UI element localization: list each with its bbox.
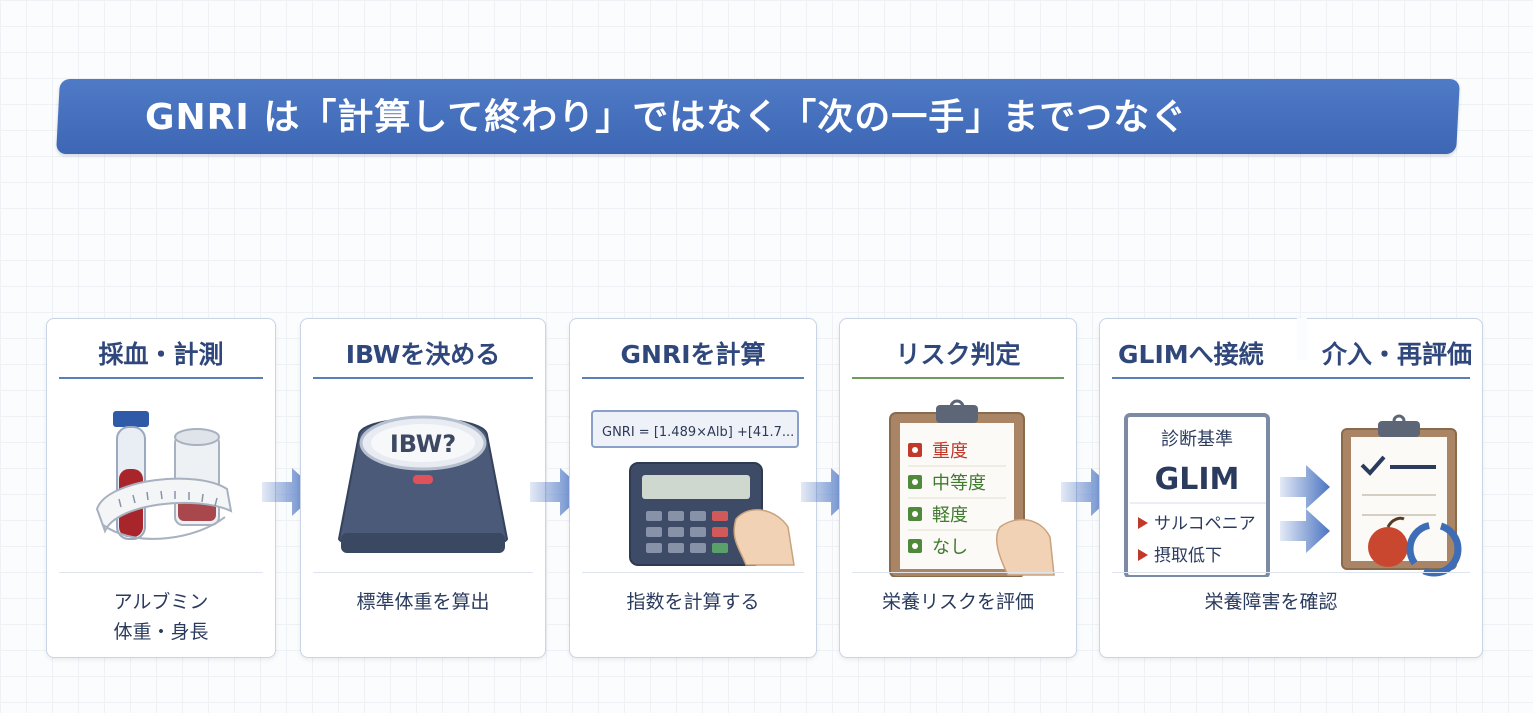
calculator-icon: GNRI = [1.489×Alb] +[41.7... (591, 410, 799, 566)
clipboard-icon: 重度 中等度 軽度 なし (889, 399, 1055, 577)
caption-divider (1112, 572, 1470, 573)
caption-divider (852, 572, 1064, 573)
caption-line: アルブミン (113, 591, 209, 613)
step-card-gnri: GNRIを計算 GNRI = [1.489×Alb] +[41.7... 指数を… (569, 318, 817, 658)
step-card-ibw: IBWを決める IBW? 標準体重を算出 (300, 318, 546, 658)
caption-line: 栄養障害を確認 (1204, 591, 1338, 613)
title-divider (313, 377, 533, 379)
blood-tube-and-tape-measure-icon (95, 411, 233, 540)
glim-criteria-panel: 診断基準 GLIM サルコペニア 摂取低下 (1124, 413, 1462, 577)
caption-divider (582, 572, 804, 573)
step-caption: 指数を計算する (570, 587, 816, 617)
caption-line: 栄養リスクを評価 (881, 591, 1034, 613)
banner-title: GNRI は「計算して終わり」ではなく「次の一手」までつなぐ (145, 97, 1188, 138)
step-card-blood-test: 採血・計測 アルブミン 体重・身長 (46, 318, 276, 658)
step-caption: 栄養障害を確認 (1100, 587, 1482, 617)
formula-text: GNRI = [1.489×Alb] +[41.7... (602, 425, 794, 440)
step-title: リスク判定 (895, 340, 1021, 369)
risk-level-none: なし (932, 537, 968, 558)
panel-heading: 診断基準 (1161, 429, 1233, 450)
risk-level-mild: 軽度 (932, 505, 968, 526)
risk-level-moderate: 中等度 (932, 473, 986, 494)
step-title-secondary: 介入・再評価 (1322, 340, 1473, 369)
step-caption: 標準体重を算出 (301, 587, 545, 617)
step-card-glim: GLIMへ接続 介入・再評価 診断基準 GLIM サルコペニア 摂取低下 栄養障… (1099, 318, 1483, 658)
caption-line: 体重・身長 (113, 621, 209, 643)
step-title: IBWを決める (345, 340, 501, 369)
title-divider (582, 377, 804, 379)
step-card-risk: リスク判定 重度 中等度 軽度 なし 栄養リスクを評価 (839, 318, 1077, 658)
step-caption: 栄養リスクを評価 (840, 587, 1076, 617)
weighing-scale-icon: IBW? (337, 415, 509, 553)
panel-glim-label: GLIM (1155, 462, 1240, 497)
caption-divider (59, 572, 263, 573)
scale-display: IBW? (390, 430, 456, 458)
caption-divider (313, 572, 533, 573)
panel-item: サルコペニア (1154, 514, 1256, 534)
step-caption: アルブミン 体重・身長 (47, 587, 275, 647)
risk-level-severe: 重度 (932, 441, 968, 462)
title-tab-notch (1297, 318, 1307, 360)
title-divider (1112, 377, 1470, 379)
caption-line: 標準体重を算出 (356, 591, 490, 613)
step-title: GNRIを計算 (620, 340, 766, 369)
panel-item: 摂取低下 (1154, 546, 1222, 566)
title-divider (852, 377, 1064, 379)
step-title: GLIMへ接続 (1118, 340, 1264, 369)
title-divider (59, 377, 263, 379)
step-title: 採血・計測 (98, 340, 224, 369)
caption-line: 指数を計算する (626, 591, 760, 613)
